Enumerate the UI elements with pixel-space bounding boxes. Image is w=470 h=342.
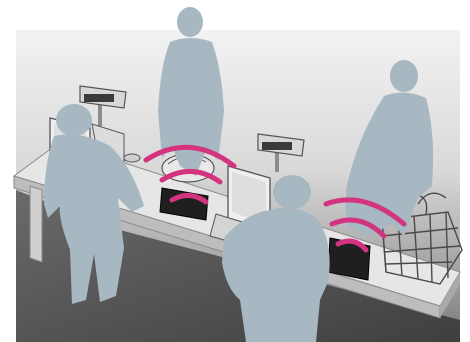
retail-checkout-illustration [0, 0, 470, 342]
